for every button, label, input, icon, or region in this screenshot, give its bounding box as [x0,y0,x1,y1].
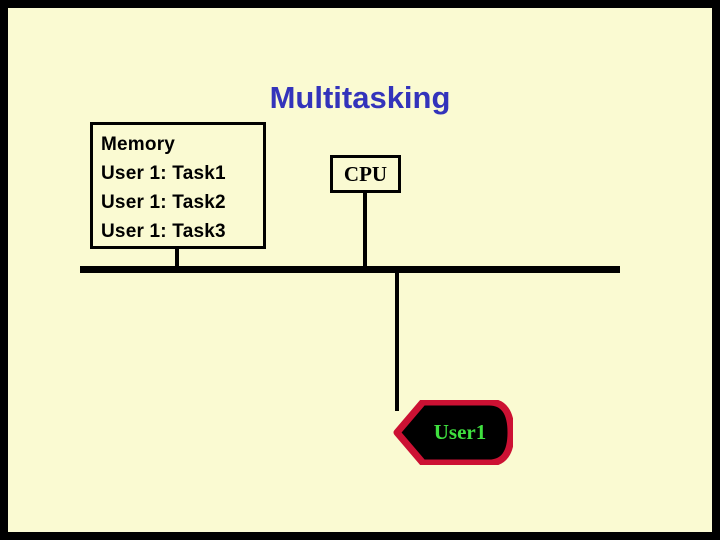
terminal-shape-icon [393,400,513,465]
cpu-label: CPU [343,161,388,186]
memory-line-title: Memory [101,134,176,155]
cpu-box: CPU [330,155,401,193]
system-bus-line [80,266,620,273]
memory-box: Memory User 1: Task1 User 1: Task2 User … [90,122,266,249]
memory-bus-connector [175,248,179,270]
user-bus-connector [395,271,399,411]
cpu-bus-connector [363,192,367,270]
memory-line-task3: User 1: Task3 [101,221,226,242]
memory-line-task1: User 1: Task1 [101,163,226,184]
page-title: Multitasking [269,80,451,115]
memory-line-task2: User 1: Task2 [101,192,226,213]
user-terminal-node: User1 [393,400,513,465]
slide-content-area: Multitasking Memory User 1: Task1 User 1… [8,8,712,532]
